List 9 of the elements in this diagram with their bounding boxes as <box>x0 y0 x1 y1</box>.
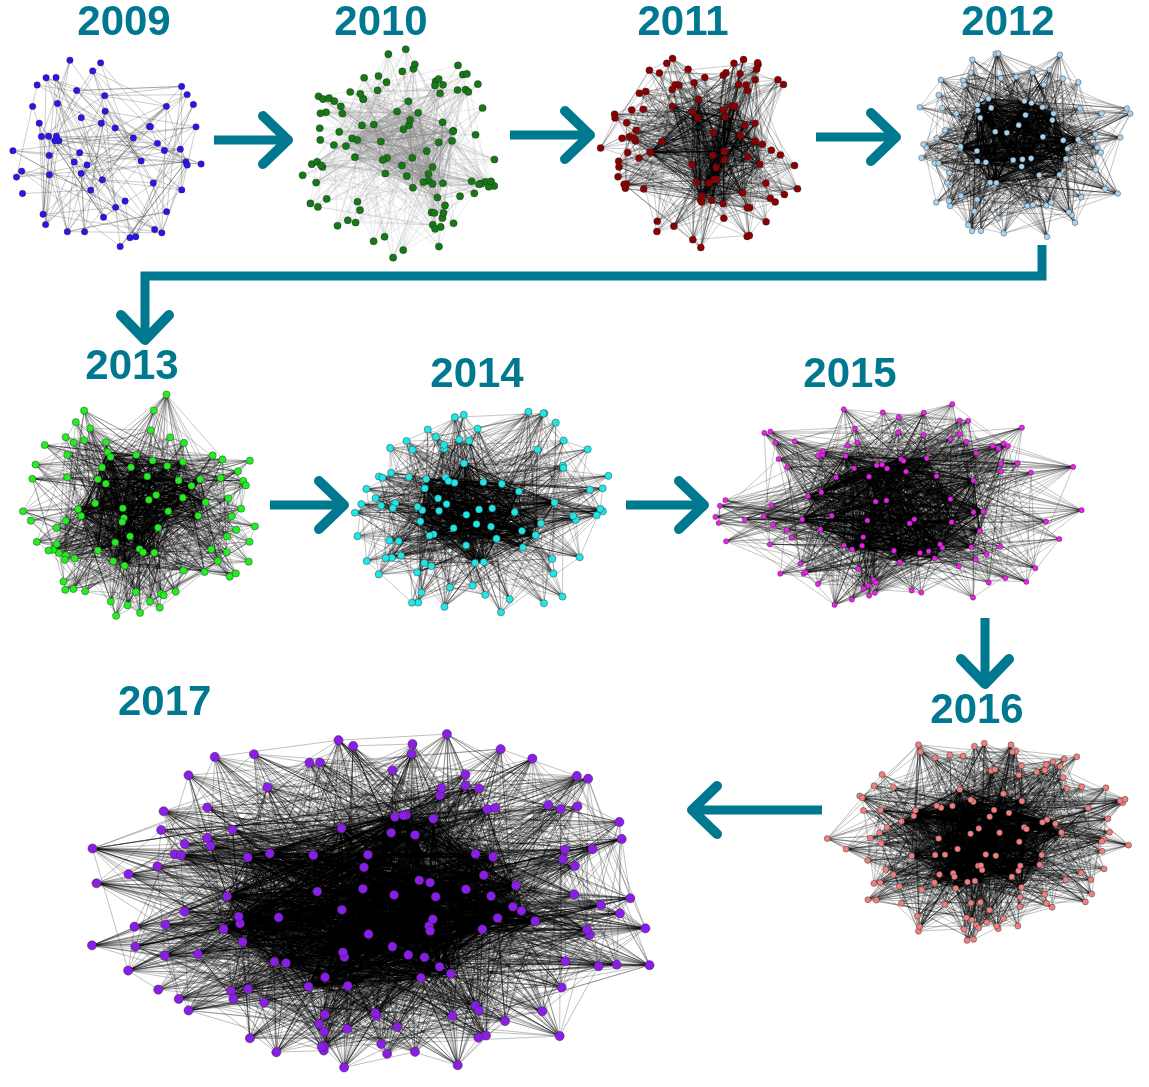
year-label: 2010 <box>334 0 428 42</box>
year-label: 2013 <box>85 344 179 386</box>
year-label: 2009 <box>77 0 171 42</box>
year-label: 2016 <box>930 688 1024 730</box>
year-label: 2011 <box>637 0 729 42</box>
year-label: 2012 <box>961 0 1055 42</box>
year-label: 2017 <box>118 680 212 722</box>
year-label: 2015 <box>803 352 897 394</box>
year-label: 2014 <box>430 352 524 394</box>
